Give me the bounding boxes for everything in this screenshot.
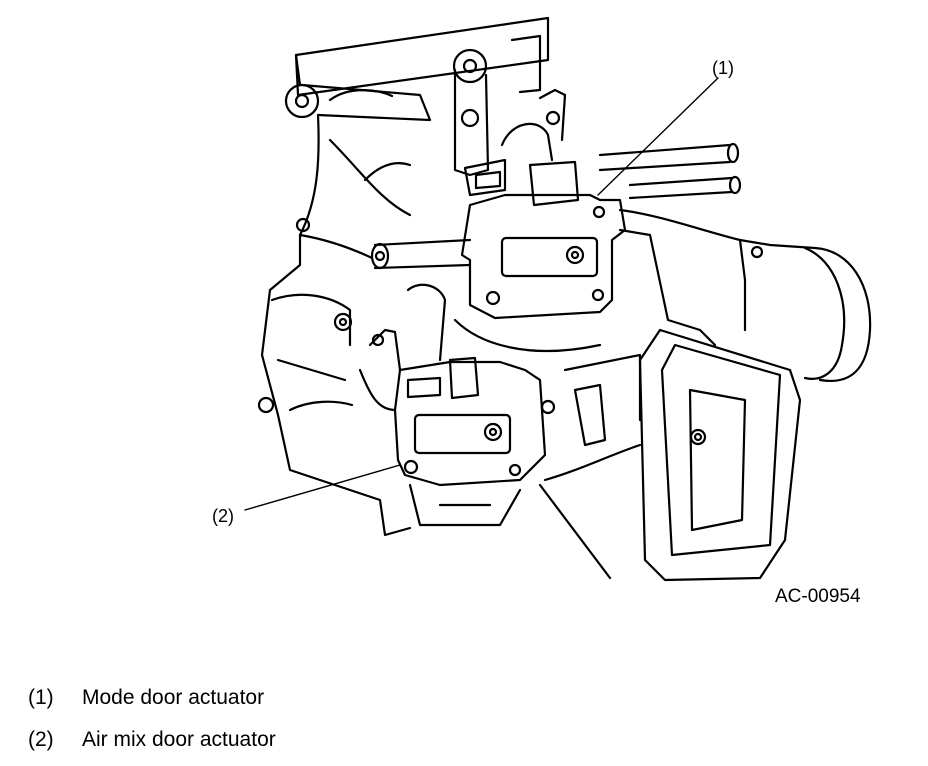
- legend-number: (1): [28, 686, 54, 709]
- upper-frame: [294, 16, 550, 97]
- lower-link: [358, 283, 447, 412]
- legend-item: (2) Air mix door actuator: [28, 728, 276, 752]
- air-mix-door-actuator-shape: [393, 356, 556, 527]
- callout-1: (1): [712, 58, 734, 78]
- refrigerant-pipes: [598, 142, 742, 200]
- callout-2: (2): [212, 506, 234, 526]
- hvac-unit-illustration: [244, 16, 872, 582]
- legend-item: (1) Mode door actuator: [28, 686, 264, 710]
- legend-number: (2): [28, 728, 54, 751]
- mode-door-actuator-shape: [460, 122, 627, 320]
- figure-id: AC-00954: [775, 586, 861, 607]
- leader-line-2: [244, 464, 401, 511]
- legend-text: Mode door actuator: [82, 686, 265, 709]
- right-duct: [618, 208, 872, 582]
- legend-text: Air mix door actuator: [82, 728, 276, 751]
- housing-left-body: [257, 113, 412, 537]
- leader-line-1: [597, 77, 719, 196]
- link-arm: [452, 48, 567, 177]
- cross-bar: [370, 238, 472, 270]
- lower-housing: [453, 318, 642, 580]
- upper-left-pipe: [284, 83, 432, 122]
